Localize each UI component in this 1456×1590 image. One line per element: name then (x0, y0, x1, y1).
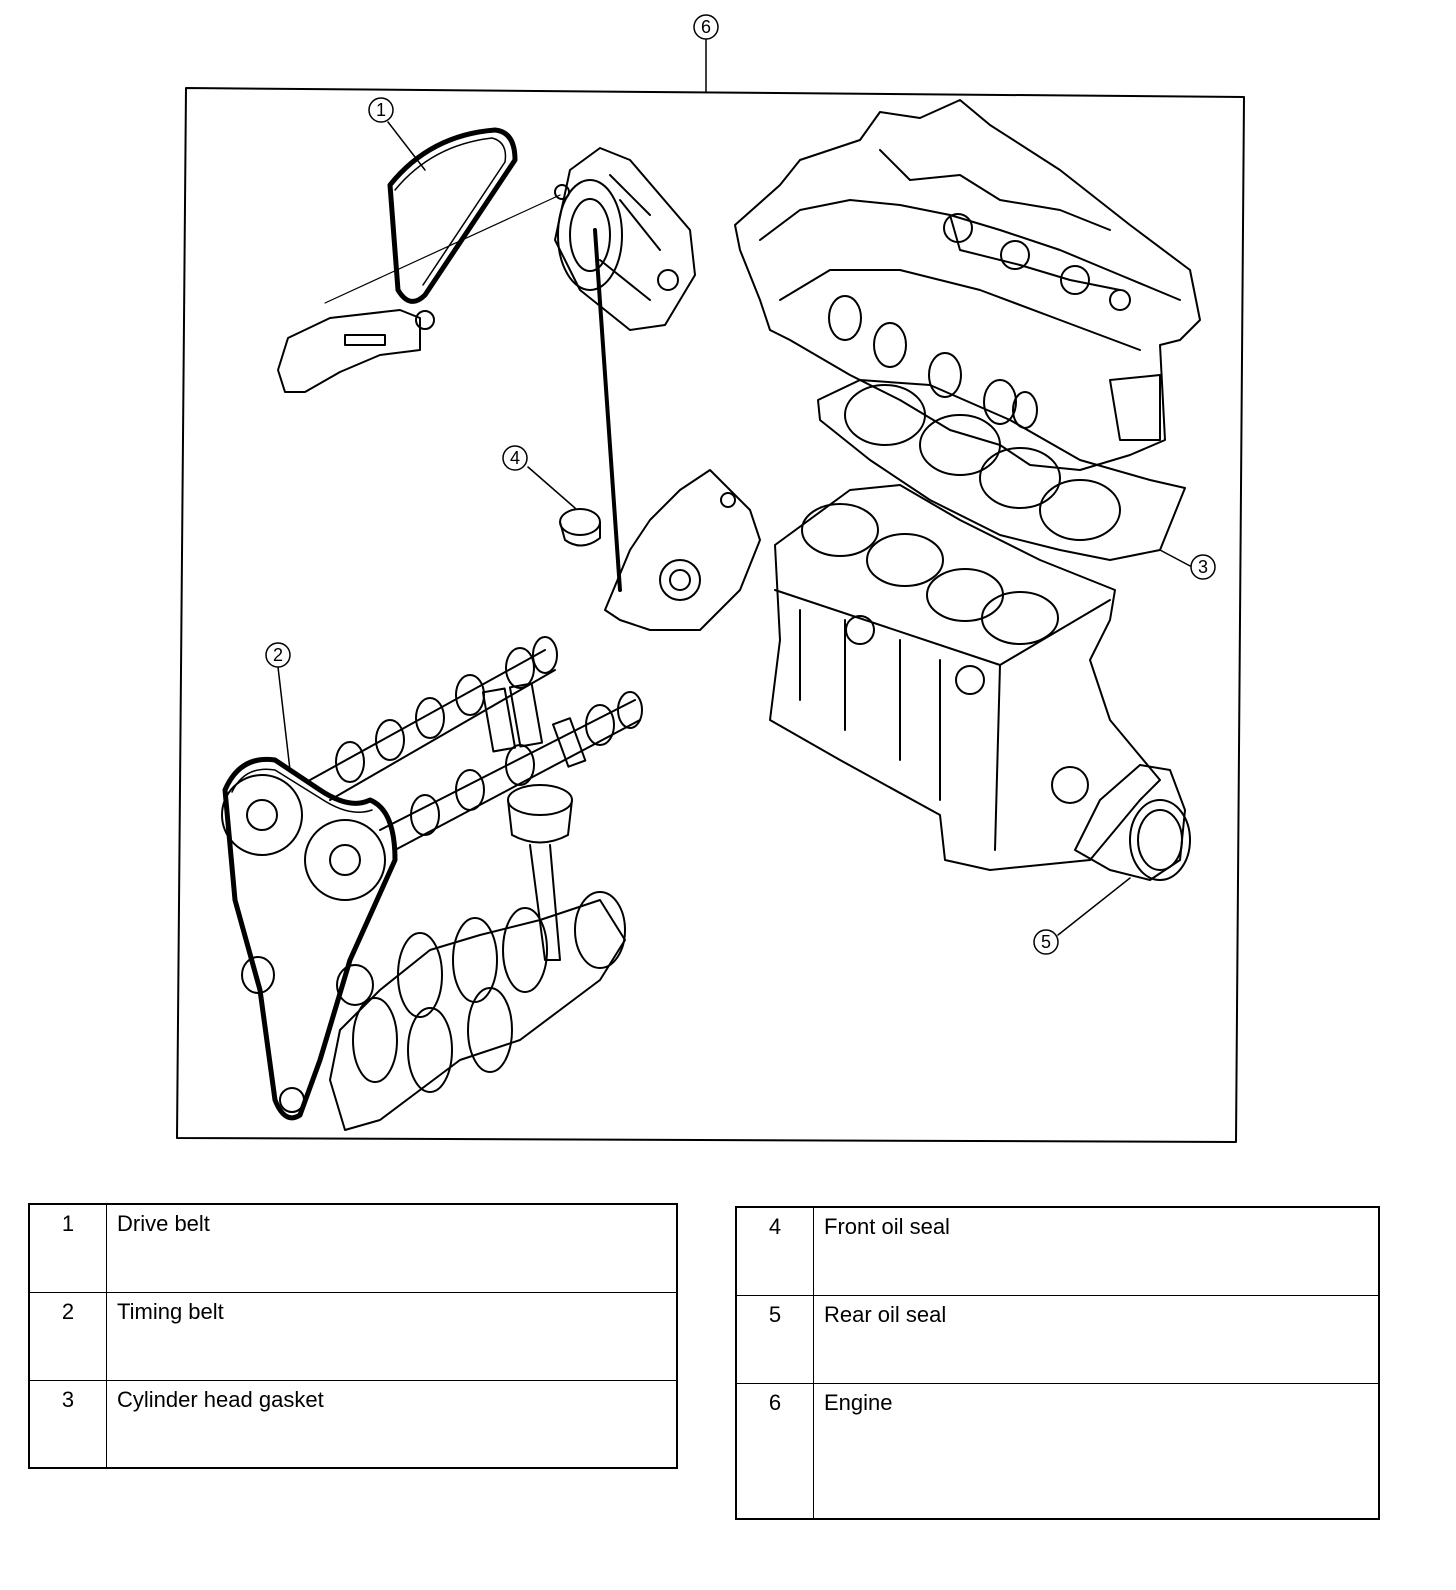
legend-table-right: 4 Front oil seal 5 Rear oil seal 6 Engin… (735, 1206, 1380, 1520)
camshafts-part (309, 636, 643, 851)
legend-number: 2 (28, 1291, 107, 1381)
legend-number: 1 (28, 1203, 107, 1293)
callout-4: 4 (502, 445, 528, 471)
legend-row: 1 Drive belt (28, 1203, 678, 1293)
svg-text:2: 2 (273, 645, 283, 665)
legend-row: 5 Rear oil seal (735, 1294, 1380, 1384)
leader-1 (387, 121, 426, 171)
legend-description: Rear oil seal (813, 1294, 1380, 1384)
cylinder-head-part (734, 99, 1201, 471)
legend-description: Front oil seal (813, 1206, 1380, 1296)
drive-belt-part (387, 127, 518, 304)
legend-row: 6 Engine (735, 1382, 1380, 1520)
callout-2: 2 (265, 642, 291, 668)
diagram-frame (176, 87, 1245, 1143)
head-gasket-part (817, 379, 1193, 568)
crankshaft-part (329, 891, 626, 1131)
legend-table-left: 1 Drive belt 2 Timing belt 3 Cylinder he… (28, 1203, 678, 1469)
svg-text:4: 4 (510, 448, 520, 468)
timing-belt-part (221, 756, 398, 1121)
leader-2 (277, 666, 291, 771)
tensioner-bracket-part (277, 194, 561, 393)
svg-text:1: 1 (376, 100, 386, 120)
svg-text:6: 6 (701, 17, 711, 37)
legend-number: 3 (28, 1379, 107, 1469)
callout-3: 3 (1190, 554, 1216, 580)
svg-text:5: 5 (1041, 932, 1051, 952)
callout-1: 1 (368, 97, 394, 123)
callout-5: 5 (1033, 929, 1059, 955)
legend-row: 3 Cylinder head gasket (28, 1379, 678, 1469)
front-oil-seal-part (527, 466, 601, 547)
cylinder-block-part (769, 484, 1161, 871)
legend-row: 4 Front oil seal (735, 1206, 1380, 1296)
legend-description: Timing belt (106, 1291, 678, 1381)
callout-6: 6 (693, 14, 719, 40)
piston-part (507, 784, 573, 961)
legend-number: 6 (735, 1382, 814, 1520)
legend-row: 2 Timing belt (28, 1291, 678, 1381)
legend-description: Drive belt (106, 1203, 678, 1293)
engine-exploded-diagram: 6 1 2 3 4 5 (176, 14, 1245, 1143)
legend-description: Cylinder head gasket (106, 1379, 678, 1469)
legend-number: 5 (735, 1294, 814, 1384)
legend-description: Engine (813, 1382, 1380, 1520)
svg-text:3: 3 (1198, 557, 1208, 577)
oil-pump-part (593, 228, 761, 631)
rear-oil-seal-part (1057, 764, 1191, 936)
legend-number: 4 (735, 1206, 814, 1296)
alternator-part (554, 147, 696, 331)
